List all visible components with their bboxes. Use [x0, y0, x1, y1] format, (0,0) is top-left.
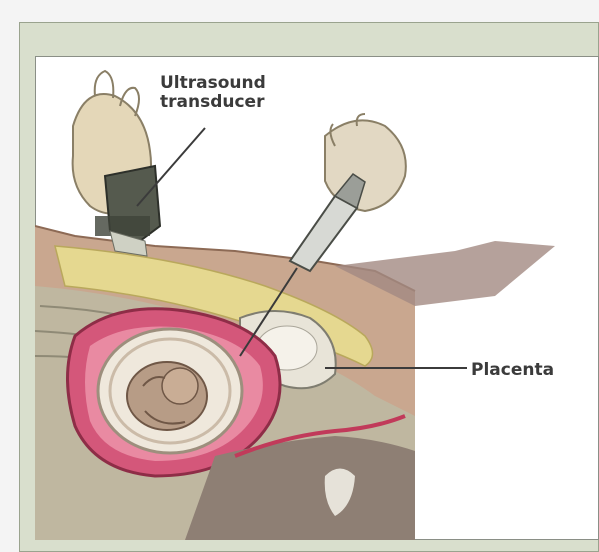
label-placenta: Placenta	[471, 361, 554, 380]
fetus-head	[162, 368, 198, 404]
label-ultrasound-transducer: Ultrasound transducer	[160, 74, 300, 112]
syringe-barrel	[290, 196, 357, 271]
amniocentesis-illustration	[35, 56, 599, 540]
transducer-cable	[95, 216, 150, 236]
